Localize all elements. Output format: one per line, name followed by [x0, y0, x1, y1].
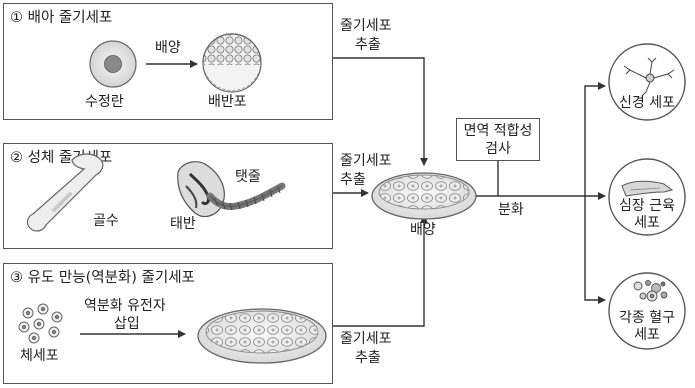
- heart-muscle-icon: [621, 180, 674, 197]
- blood-cell-label-2: 세포: [634, 327, 660, 343]
- center-culture-label: 배양: [410, 222, 436, 238]
- nerve-cell-circle: [608, 43, 686, 121]
- zygote-cell: [89, 40, 137, 88]
- bone-marrow-label: 골수: [93, 213, 119, 229]
- extract-label-1b: 추출: [355, 37, 381, 53]
- placenta-label: 태반: [170, 216, 196, 232]
- heart-cell-circle: [608, 158, 686, 236]
- immune-test-line-1: 면역 적합성: [463, 123, 533, 139]
- blood-cell-circle: [608, 272, 686, 350]
- differentiation-label: 분화: [498, 202, 524, 218]
- blood-cell-label-1: 각종 혈구: [619, 310, 675, 326]
- extract-label-2b: 추출: [340, 172, 366, 188]
- branch-blood: [584, 196, 606, 304]
- gene-label-1: 역분화 유전자: [84, 298, 166, 314]
- bone-marrow-bone: [26, 153, 104, 232]
- nerve-cell-icon: [623, 57, 675, 97]
- somatic-cells: [18, 303, 63, 344]
- immune-test-box: 면역 적합성 검사: [456, 118, 540, 161]
- extract-label-3a: 줄기세포: [340, 331, 392, 347]
- blastocyst-label: 배반포: [208, 94, 247, 110]
- culture-arrow-label: 배양: [155, 40, 181, 56]
- extract-line-3: [333, 215, 428, 327]
- gene-label-2: 삽입: [114, 316, 140, 332]
- ips-culture-dish: [197, 308, 327, 364]
- extract-label-2a: 줄기세포: [340, 153, 392, 169]
- heart-cell-label-1: 심장 근육: [619, 198, 675, 214]
- heart-cell-label-2: 세포: [634, 215, 660, 231]
- umbilical-cord: [206, 182, 286, 211]
- somatic-label: 체세포: [20, 348, 59, 364]
- placenta: [177, 161, 225, 218]
- extract-line-1: [333, 57, 428, 166]
- panel-embryonic-title: ① 배아 줄기세포: [10, 10, 113, 26]
- center-culture-dish: [371, 172, 477, 220]
- blastocyst: [202, 33, 262, 93]
- nerve-cell-label: 신경 세포: [619, 95, 675, 111]
- zygote-label: 수정란: [85, 94, 124, 110]
- umbilical-label: 탯줄: [235, 169, 261, 185]
- extract-label-1a: 줄기세포: [340, 18, 392, 34]
- immune-test-line-2: 검사: [485, 141, 511, 157]
- branch-nerve: [584, 82, 606, 196]
- blood-cells-icon: [633, 280, 668, 302]
- extract-label-3b: 추출: [355, 350, 381, 366]
- panel-embryonic: ① 배아 줄기세포: [3, 3, 333, 120]
- panel-induced-title: ③ 유도 만능(역분화) 줄기세포: [10, 270, 195, 286]
